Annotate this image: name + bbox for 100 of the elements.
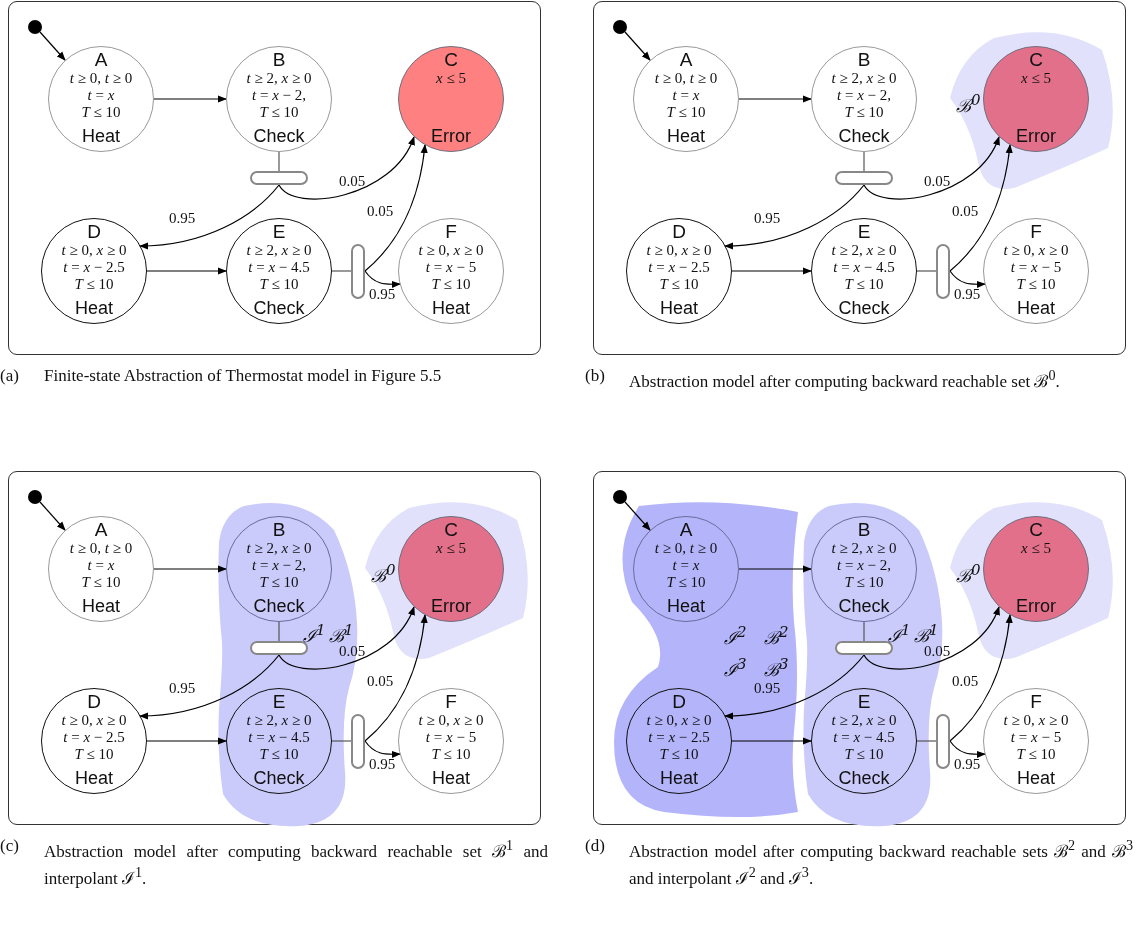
arrow <box>738 95 812 103</box>
branch-bar <box>835 641 893 655</box>
edge-label: 0.95 <box>169 680 196 696</box>
guard-formula: t = x <box>87 87 115 104</box>
state-letter: E <box>272 222 286 242</box>
guard-formula: T ≤ 10 <box>259 104 299 121</box>
connector-line <box>278 621 280 642</box>
guard-formula: T ≤ 10 <box>74 276 114 293</box>
connector-line <box>916 270 937 272</box>
set-label: ℐ$^{1}$ <box>303 620 326 646</box>
edge-label: 0.05 <box>339 173 366 189</box>
mode-name: Error <box>431 127 471 146</box>
edge-label: 0.95 <box>954 756 981 772</box>
caption: Abstraction model after computing backward reachable sets ℬ$^{2}$ and ℬ$^{3}$ and interpolant ℐ$^{2}$ and ℐ$^{3}$. <box>629 836 1133 889</box>
connector-line <box>331 270 352 272</box>
set-label: ℬ$^{0}$ <box>956 560 981 586</box>
edge-label: 0.05 <box>952 673 979 689</box>
initial-dot <box>613 20 627 34</box>
state-letter: B <box>857 520 871 540</box>
guard-formula: t ≥ 2, x ≥ 0 <box>831 242 897 259</box>
guard-formula: T ≤ 10 <box>666 104 706 121</box>
guard-formula: t ≥ 0, t ≥ 0 <box>654 540 718 557</box>
mode-name: Error <box>1016 597 1056 616</box>
arrow <box>949 740 986 758</box>
guard-formula: T ≤ 10 <box>259 276 299 293</box>
arrow <box>364 740 401 758</box>
edge-label: 0.95 <box>954 286 981 302</box>
edge-label: 0.95 <box>369 756 396 772</box>
edge-label: 0.05 <box>367 203 394 219</box>
state-letter: F <box>445 222 457 242</box>
guard-formula: T ≤ 10 <box>844 574 884 591</box>
edge-label: 0.05 <box>367 673 394 689</box>
arrow <box>153 565 227 573</box>
guard-formula: t = x − 5 <box>1010 259 1062 276</box>
guard-formula: t = x − 5 <box>425 259 477 276</box>
state-letter: D <box>87 692 101 712</box>
state-letter: D <box>672 692 686 712</box>
mode-name: Check <box>838 769 890 788</box>
guard-formula: T ≤ 10 <box>431 276 471 293</box>
state-letter: C <box>444 50 458 70</box>
arrow <box>364 270 401 288</box>
arrow <box>139 184 280 250</box>
guard-formula: t = x <box>87 557 115 574</box>
state-letter: D <box>672 222 686 242</box>
guard-formula: T ≤ 10 <box>659 746 699 763</box>
guard-formula: T ≤ 10 <box>81 574 121 591</box>
guard-formula: t ≥ 2, x ≥ 0 <box>246 70 312 87</box>
arrow <box>39 501 66 531</box>
mode-name: Heat <box>75 769 113 788</box>
branch-bar <box>351 244 365 299</box>
mode-name: Check <box>838 597 890 616</box>
guard-formula: t = x − 2.5 <box>648 259 710 276</box>
edge-label: 0.05 <box>924 173 951 189</box>
guard-formula: t = x <box>672 87 700 104</box>
guard-formula: t ≥ 0, x ≥ 0 <box>1003 712 1069 729</box>
guard-formula: x ≤ 5 <box>436 70 466 87</box>
guard-formula: t ≥ 2, x ≥ 0 <box>246 242 312 259</box>
mode-name: Check <box>253 769 305 788</box>
mode-name: Heat <box>1017 769 1055 788</box>
arrow <box>731 267 812 275</box>
state-letter: A <box>679 520 693 540</box>
set-label: ℬ$^{1}$ <box>329 620 354 646</box>
panel-frame <box>8 1 541 355</box>
arrow <box>139 654 280 720</box>
mode-name: Error <box>431 597 471 616</box>
mode-name: Heat <box>660 769 698 788</box>
guard-formula: T ≤ 10 <box>844 276 884 293</box>
state-letter: F <box>1030 222 1042 242</box>
state-letter: F <box>1030 692 1042 712</box>
mode-name: Heat <box>75 299 113 318</box>
state-letter: A <box>679 50 693 70</box>
arrow <box>863 136 1000 200</box>
guard-formula: T ≤ 10 <box>81 104 121 121</box>
initial-dot <box>613 490 627 504</box>
guard-formula: t ≥ 0, x ≥ 0 <box>646 242 712 259</box>
guard-formula: t = x − 4.5 <box>833 259 895 276</box>
guard-formula: t = x − 4.5 <box>248 729 310 746</box>
branch-bar <box>250 171 308 185</box>
state-letter: E <box>857 222 871 242</box>
mode-name: Heat <box>432 769 470 788</box>
arrow <box>278 136 415 200</box>
guard-formula: t = x − 2, <box>837 87 891 104</box>
guard-formula: t = x − 2.5 <box>63 259 125 276</box>
arrow <box>949 614 1013 742</box>
arrow <box>364 614 428 742</box>
state-letter: B <box>272 520 286 540</box>
arrow <box>153 95 227 103</box>
mode-name: Check <box>253 299 305 318</box>
arrow <box>724 184 865 250</box>
edge-label: 0.95 <box>754 210 781 226</box>
guard-formula: t ≥ 0, x ≥ 0 <box>418 712 484 729</box>
guard-formula: t = x − 2.5 <box>63 729 125 746</box>
state-letter: F <box>445 692 457 712</box>
guard-formula: t ≥ 0, x ≥ 0 <box>418 242 484 259</box>
initial-dot <box>28 490 42 504</box>
state-letter: B <box>272 50 286 70</box>
mode-name: Check <box>253 127 305 146</box>
connector-line <box>916 740 937 742</box>
mode-name: Heat <box>82 127 120 146</box>
guard-formula: T ≤ 10 <box>1016 276 1056 293</box>
